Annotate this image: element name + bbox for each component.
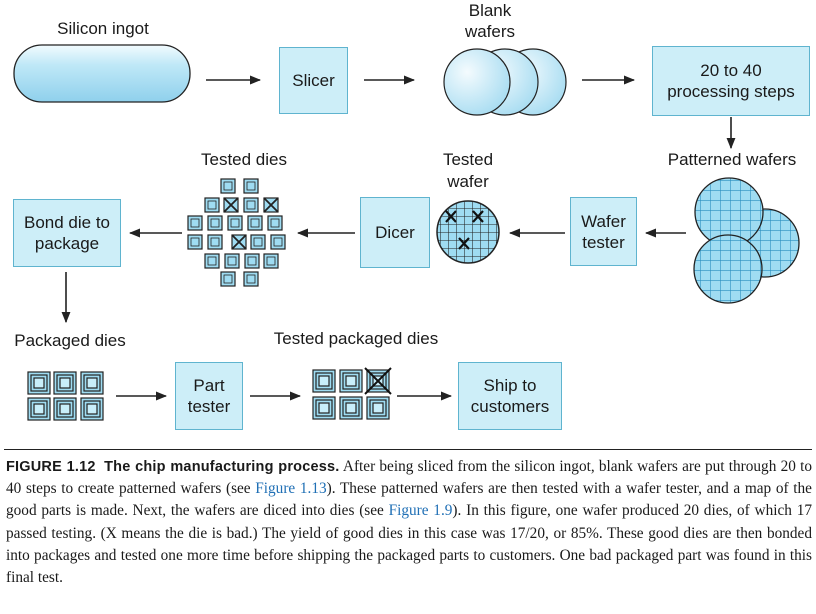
processing-steps-box: 20 to 40 processing steps <box>652 46 810 116</box>
package <box>27 397 51 421</box>
die <box>204 197 220 213</box>
ship-label-line2: customers <box>470 397 550 416</box>
figure-title: The chip manufacturing process. <box>104 459 340 475</box>
caption-divider <box>4 449 812 450</box>
package <box>339 369 363 393</box>
dicer-box: Dicer <box>360 197 430 268</box>
die <box>224 253 240 269</box>
tested-wafer-label-line2: wafer <box>447 172 489 191</box>
part-tester-label-line1: Part <box>193 376 225 395</box>
package <box>80 397 104 421</box>
caption-text-3: ). In this figure, one wafer produced 20… <box>6 502 812 587</box>
die <box>207 234 223 250</box>
process-diagram <box>13 44 800 421</box>
die <box>204 253 220 269</box>
die <box>187 234 203 250</box>
die <box>250 234 266 250</box>
tested-packaged-dies <box>312 367 392 420</box>
silicon-ingot-label: Silicon ingot <box>57 19 149 38</box>
slicer-label: Slicer <box>292 71 335 90</box>
bond-die-box: Bond die to package <box>13 199 121 267</box>
processing-label-line2: processing steps <box>667 82 795 101</box>
bond-label-line1: Bond die to <box>23 213 110 232</box>
die <box>220 178 236 194</box>
silicon-ingot <box>13 44 191 103</box>
die <box>244 253 260 269</box>
figure-caption: FIGURE 1.12 The chip manufacturing proce… <box>6 456 812 589</box>
part-tester-label-line2: tester <box>187 397 231 416</box>
packaged-dies-label: Packaged dies <box>14 331 126 350</box>
die <box>270 234 286 250</box>
die <box>243 197 259 213</box>
package <box>53 371 77 395</box>
blank-wafers-label-line2: wafers <box>464 22 516 41</box>
tested-packaged-dies-label: Tested packaged dies <box>273 329 439 348</box>
die <box>243 178 259 194</box>
ship-to-customers-box: Ship to customers <box>458 362 562 430</box>
package <box>339 396 363 420</box>
blank-wafers-label-line1: Blank <box>468 1 512 20</box>
slicer-box: Slicer <box>279 47 348 114</box>
package <box>53 397 77 421</box>
ship-label-line1: Ship to <box>483 376 537 395</box>
tested-dies-label: Tested dies <box>201 150 287 169</box>
package <box>312 396 336 420</box>
figure-reference-link[interactable]: Figure 1.9 <box>388 502 453 520</box>
tested-wafer-label-line1: Tested <box>442 150 494 169</box>
package-bad <box>364 367 392 395</box>
package <box>80 371 104 395</box>
die <box>243 271 259 287</box>
dicer-label: Dicer <box>375 223 415 242</box>
caption-text-1: After being sliced from the silicon ingo… <box>6 458 812 498</box>
die <box>267 215 283 231</box>
die <box>207 215 223 231</box>
wafer-tester-label-line1: Wafer <box>581 211 626 231</box>
caption-text-2: ). These patterned wafers are then teste… <box>6 480 812 520</box>
blank-wafers <box>443 48 567 116</box>
figure-reference-link[interactable]: Figure 1.13 <box>255 480 327 498</box>
die-bad <box>231 234 247 250</box>
packaged-dies <box>27 371 104 421</box>
package <box>27 371 51 395</box>
package <box>366 396 390 420</box>
figure-number: FIGURE 1.12 <box>6 459 96 475</box>
flow-arrows <box>61 75 736 401</box>
patterned-wafers-label: Patterned wafers <box>667 150 797 169</box>
tested-dies <box>187 178 286 287</box>
die <box>263 253 279 269</box>
wafer-tester-label-line2: tester <box>582 232 625 252</box>
die-bad <box>263 197 279 213</box>
processing-label-line1: 20 to 40 <box>700 61 762 80</box>
bond-label-line2: package <box>34 234 100 253</box>
die <box>247 215 263 231</box>
package <box>312 369 336 393</box>
wafer-tester-box: Wafer tester <box>570 197 637 266</box>
tested-wafer <box>436 200 500 264</box>
die <box>227 215 243 231</box>
die-bad <box>223 197 239 213</box>
part-tester-box: Part tester <box>175 362 243 430</box>
patterned-wafers <box>693 177 800 304</box>
die <box>220 271 236 287</box>
die <box>187 215 203 231</box>
